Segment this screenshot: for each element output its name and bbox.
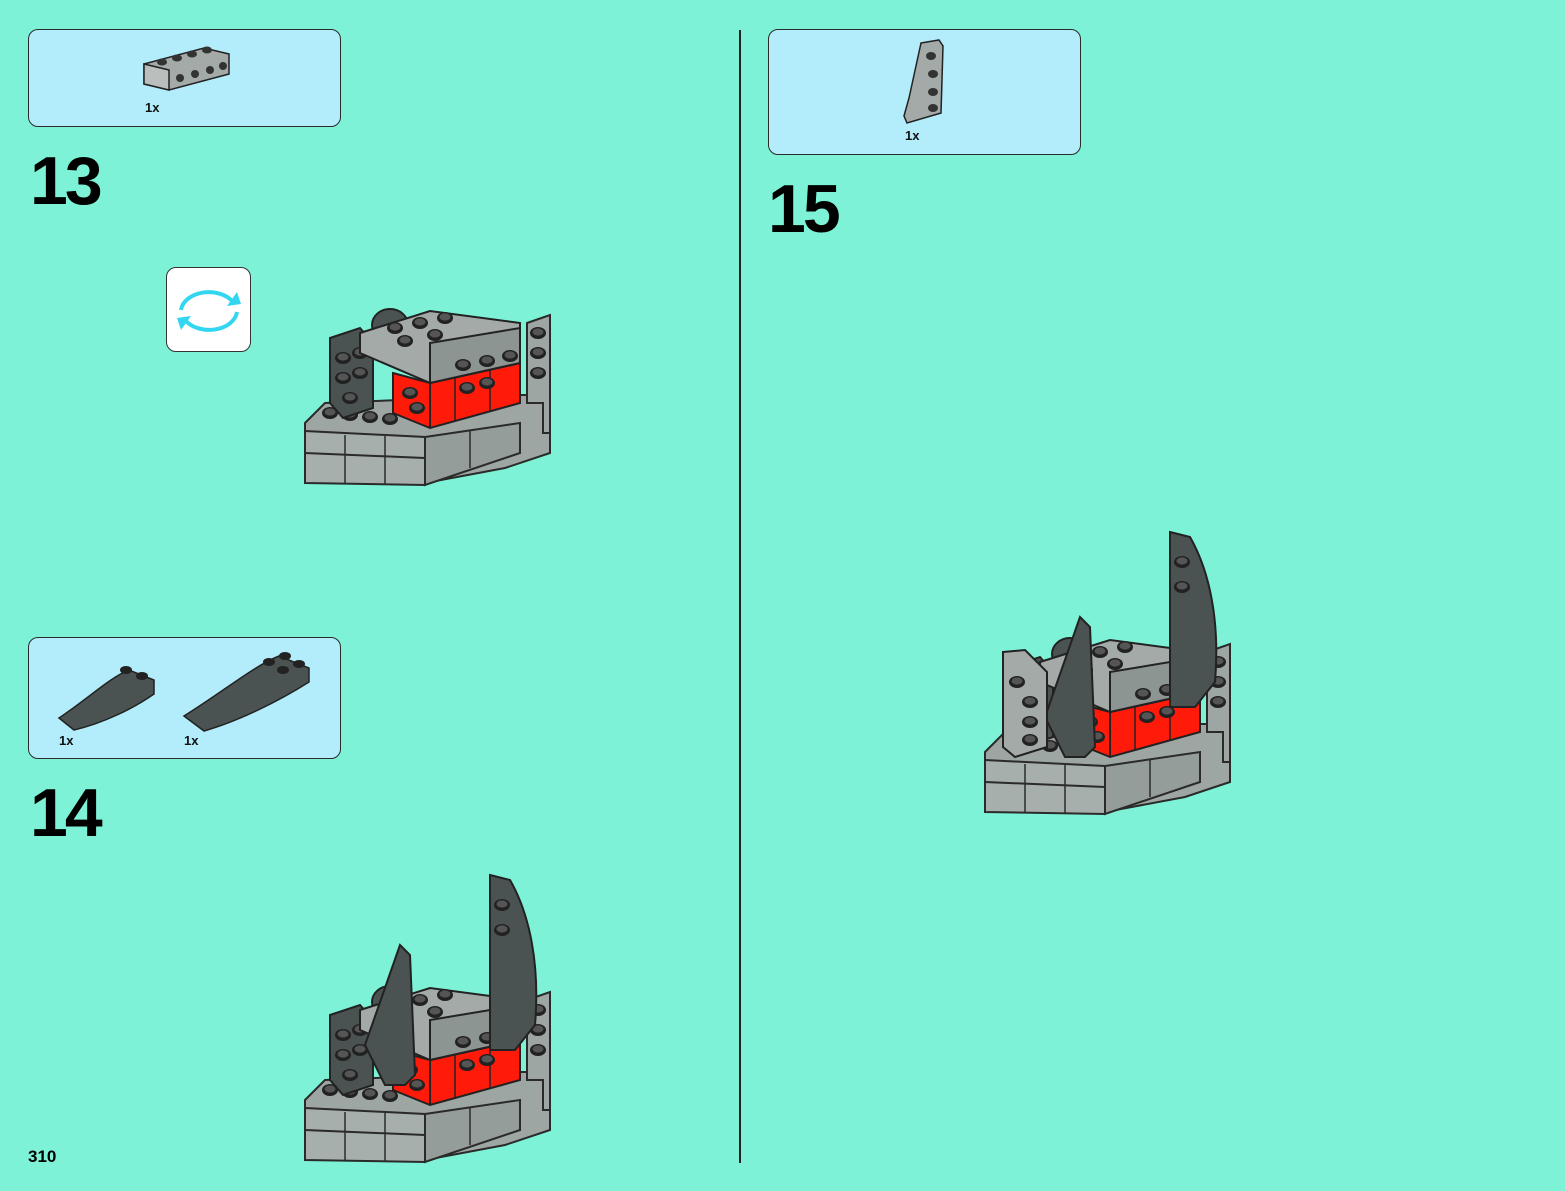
step-15-model — [985, 532, 1255, 832]
parts-callout-step-15: 1x — [768, 29, 1081, 155]
slope-curved-long-part — [182, 652, 310, 732]
part-quantity: 1x — [184, 733, 199, 748]
part-quantity: 1x — [59, 733, 74, 748]
step-number-15: 15 — [768, 171, 841, 247]
wedge-plate-part — [903, 39, 944, 124]
parts-callout-step-13: 1x — [28, 29, 341, 127]
rotate-model-icon — [166, 267, 251, 352]
page-number: 310 — [28, 1147, 57, 1166]
step-14-model — [305, 875, 575, 1175]
step-13-model — [305, 265, 565, 495]
technic-brick-1x4-part — [143, 46, 230, 91]
step-number-14: 14 — [30, 775, 103, 851]
part-quantity: 1x — [145, 100, 160, 115]
page-divider — [739, 30, 741, 1163]
slope-curved-short-part — [57, 666, 155, 731]
part-quantity: 1x — [905, 128, 920, 143]
parts-callout-step-14: 1x 1x — [28, 637, 341, 759]
step-number-13: 13 — [30, 143, 103, 219]
